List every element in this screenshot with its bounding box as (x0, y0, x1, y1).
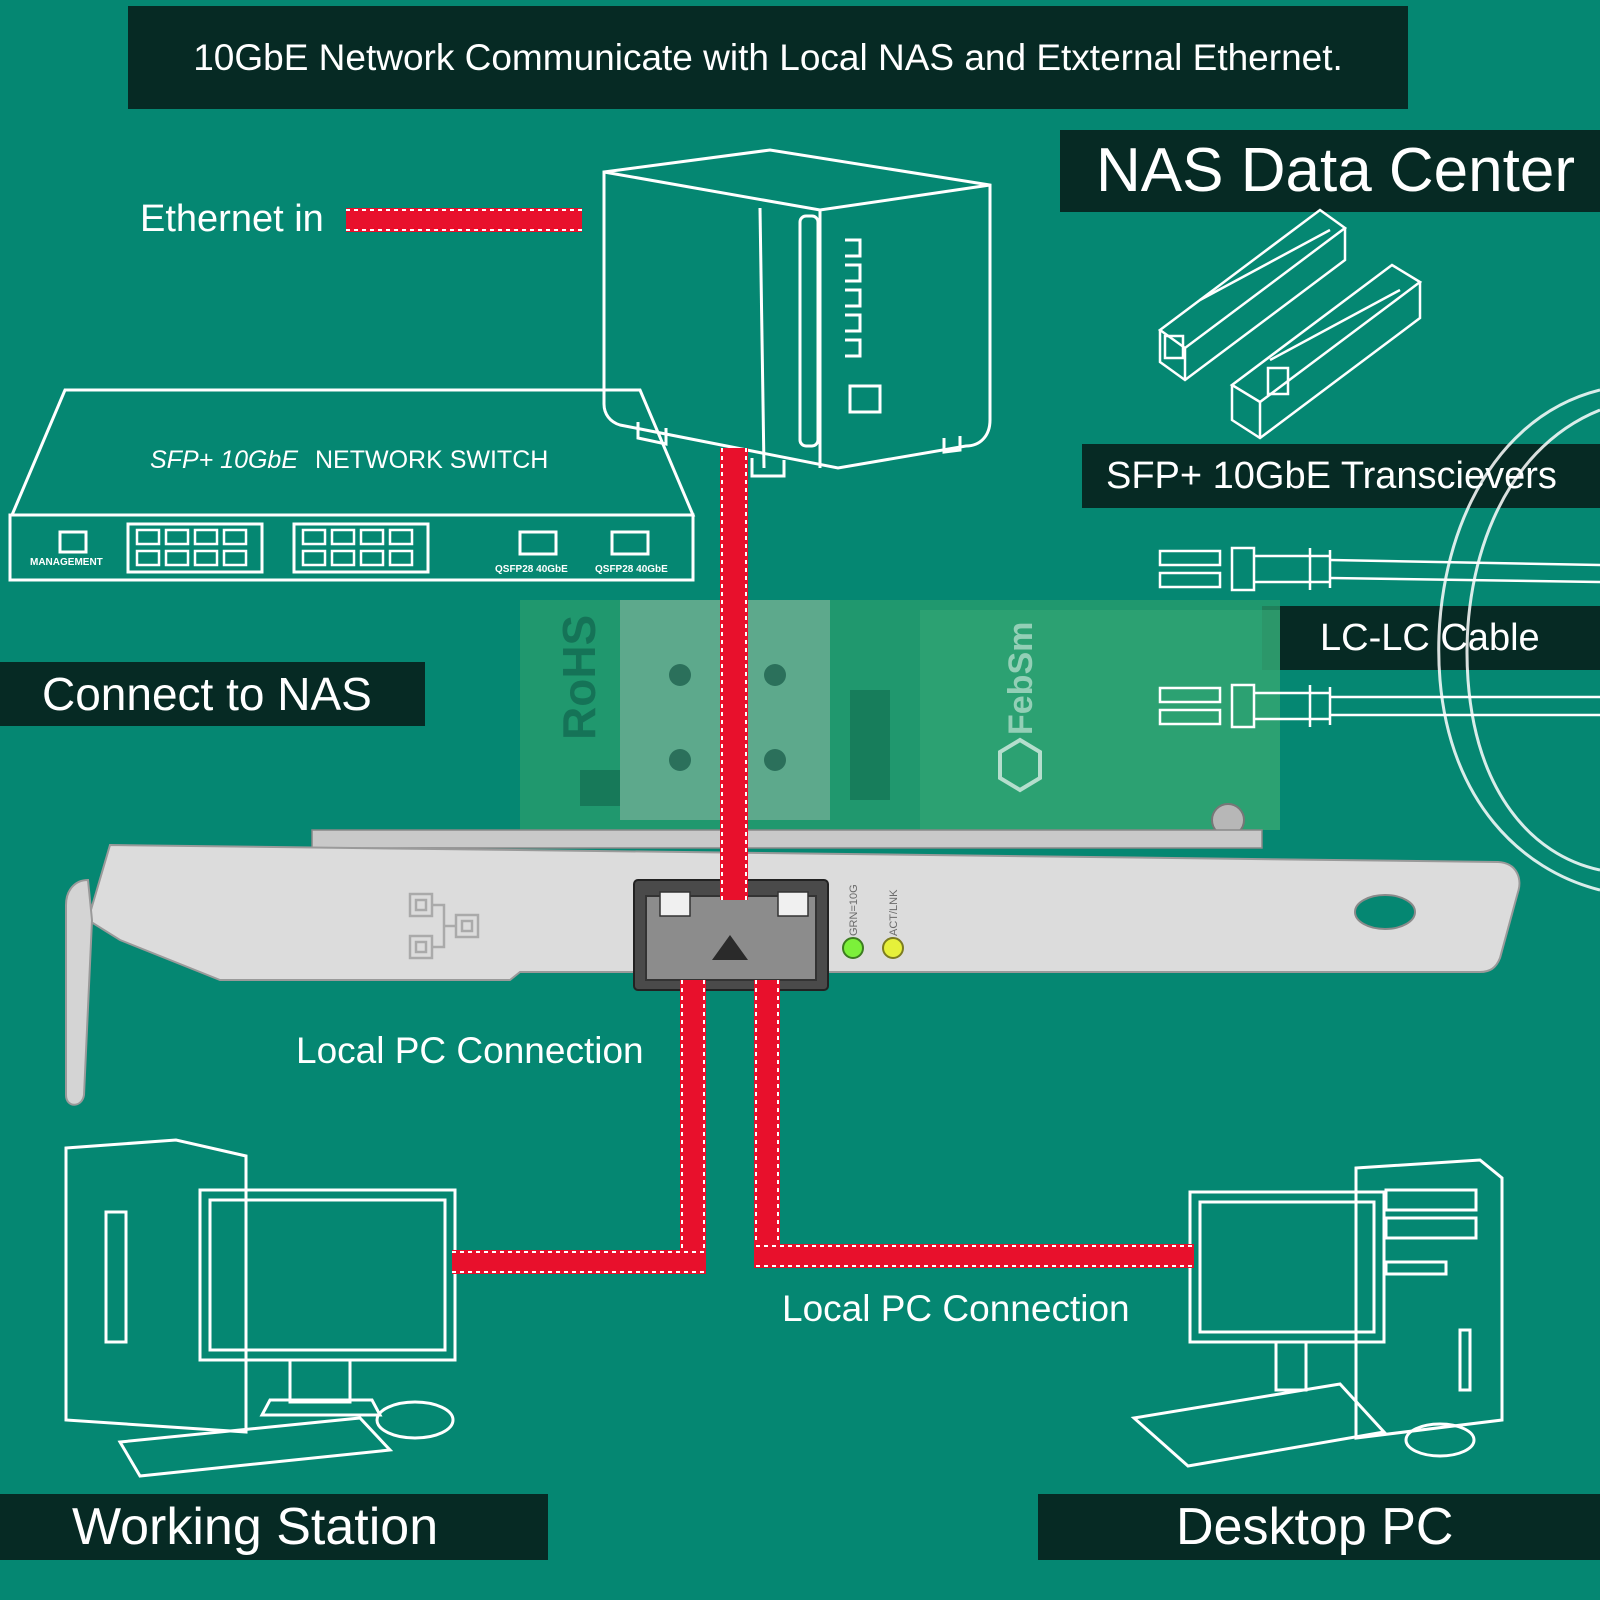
working-station-label: Working Station (72, 1498, 439, 1556)
connect-nas-banner: Connect to NAS (0, 662, 425, 726)
rohs-mark: RoHS (553, 615, 605, 740)
transceivers-banner: SFP+ 10GbE Transcievers (1082, 444, 1600, 508)
card-to-desktop-pc-line (754, 980, 1194, 1268)
fiber-coil-outline (1437, 388, 1600, 892)
ethernet-in-label: Ethernet in (140, 198, 324, 240)
management-label: MANAGEMENT (30, 557, 103, 568)
network-switch (8, 388, 696, 582)
card-to-working-station-line (452, 980, 706, 1274)
nas-drive-bays (845, 238, 862, 358)
nas-data-center-title: NAS Data Center (1096, 136, 1575, 205)
switch-ports (135, 528, 414, 567)
led-green-label: GRN=10G (848, 884, 860, 936)
connect-nas-label: Connect to NAS (42, 668, 372, 720)
nas-to-card-line (720, 448, 748, 900)
working-station-banner: Working Station (0, 1494, 548, 1560)
yellow-led-icon (882, 937, 904, 959)
green-led-icon (842, 937, 864, 959)
management-port-icon (58, 530, 88, 554)
desktop-pc (1130, 1158, 1504, 1468)
nic-card-board (520, 600, 1280, 837)
top-banner: 10GbE Network Communicate with Local NAS… (128, 6, 1408, 109)
lc-cable-banner: LC-LC Cable (1262, 606, 1600, 670)
lc-cable-bottom (1158, 683, 1600, 729)
desktop-pc-banner: Desktop PC (1038, 1494, 1600, 1560)
lc-cable-label: LC-LC Cable (1320, 617, 1540, 659)
led-act-label: ACT/LNK (888, 889, 900, 936)
nas-device (602, 148, 992, 478)
switch-title-rest: NETWORK SWITCH (315, 446, 548, 474)
sfp-transceiver-modules (1157, 208, 1423, 440)
local-pc-connection-label-left: Local PC Connection (296, 1030, 644, 1071)
lc-cable-top (1158, 546, 1600, 592)
transceivers-label: SFP+ 10GbE Transcievers (1106, 455, 1557, 497)
nas-data-center-banner: NAS Data Center (1060, 130, 1600, 212)
card-brand-text: FebSm (1002, 622, 1040, 735)
sfp-port-cage (633, 879, 829, 991)
qsfp-label-b: QSFP28 40GbE (595, 564, 668, 575)
desktop-pc-label: Desktop PC (1176, 1498, 1454, 1556)
switch-title-italic: SFP+ 10GbE (150, 446, 298, 474)
brand-logo-icon (998, 737, 1042, 793)
ethernet-in-line (346, 208, 582, 232)
working-station-pc (64, 1138, 457, 1478)
network-glyph-icon (408, 892, 480, 960)
local-pc-connection-label-right: Local PC Connection (782, 1288, 1130, 1329)
status-leds (842, 937, 904, 959)
top-banner-text: 10GbE Network Communicate with Local NAS… (193, 37, 1343, 78)
qsfp-label-a: QSFP28 40GbE (495, 564, 568, 575)
